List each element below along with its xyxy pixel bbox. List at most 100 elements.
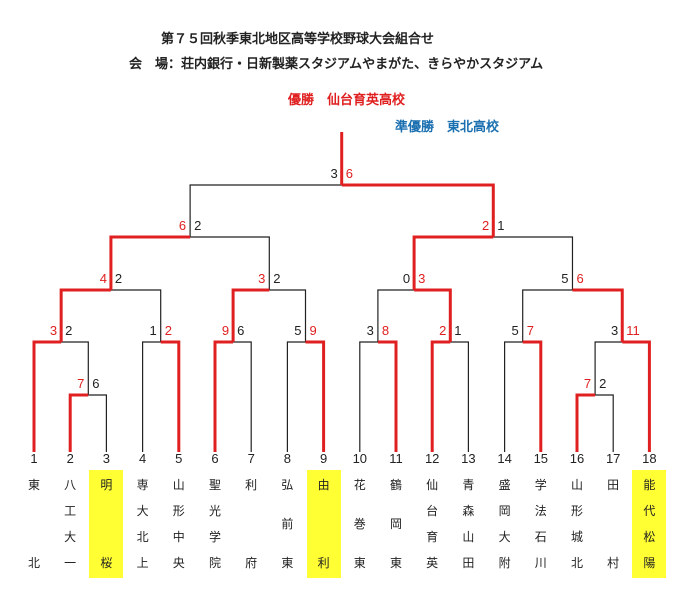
r1b-score-right: 2 xyxy=(599,376,606,391)
qf4-score-left: 5 xyxy=(561,271,568,286)
team-5-char-3: 中 xyxy=(172,530,185,544)
team-number-1: 1 xyxy=(30,451,37,466)
team-6-char-1: 聖 xyxy=(208,478,221,492)
team-number-7: 7 xyxy=(248,451,255,466)
team-number-11: 11 xyxy=(389,451,403,466)
team-17-char-1: 田 xyxy=(607,478,620,492)
r1a-score-left: 7 xyxy=(77,376,84,391)
r2b-right-line xyxy=(160,340,181,452)
team-number-10: 10 xyxy=(353,451,367,466)
final-right-line xyxy=(341,183,495,237)
team-6-char-3: 学 xyxy=(208,530,221,544)
team-18-char-4: 陽 xyxy=(643,556,656,570)
team-10-char-2: 巻 xyxy=(353,517,366,531)
r2a-score-right: 2 xyxy=(65,323,72,338)
team-number-8: 8 xyxy=(284,451,291,466)
r1a-score-right: 6 xyxy=(92,376,99,391)
team-16-char-1: 山 xyxy=(570,478,583,492)
r2f-score-right: 1 xyxy=(454,323,461,338)
r2h-score-right: 11 xyxy=(626,323,640,338)
qf2-left-line xyxy=(231,288,270,342)
team-column-13: 青森山田 xyxy=(451,470,485,578)
r2a-left-line xyxy=(32,340,62,452)
final-score-right: 6 xyxy=(346,166,353,181)
r2g-score-right: 7 xyxy=(527,323,534,338)
team-column-8: 弘前東 xyxy=(270,470,304,578)
r2g-right-line xyxy=(522,340,543,452)
r2e-score-left: 3 xyxy=(367,323,374,338)
team-12-char-4: 英 xyxy=(426,556,439,570)
team-15-char-1: 学 xyxy=(534,478,547,492)
team-column-11: 鶴岡東 xyxy=(379,470,413,578)
team-10-char-4: 東 xyxy=(353,556,366,570)
qf2-right-line xyxy=(269,289,307,342)
team-column-12: 仙台育英 xyxy=(415,470,449,578)
team-number-18: 18 xyxy=(642,451,656,466)
team-8-char-1: 弘 xyxy=(281,478,294,492)
team-1-char-1: 東 xyxy=(27,478,40,492)
sf2-score-right: 1 xyxy=(497,218,504,233)
r1a-left-line xyxy=(68,393,89,452)
team-5-char-2: 形 xyxy=(172,504,185,518)
team-number-15: 15 xyxy=(534,451,548,466)
team-column-6: 聖光学院 xyxy=(198,470,232,578)
team-column-14: 盛岡大附 xyxy=(488,470,522,578)
team-2-char-2: 工 xyxy=(64,504,77,518)
qf4-left-line xyxy=(522,289,573,342)
qf1-score-left: 4 xyxy=(100,271,107,286)
sf1-score-left: 6 xyxy=(179,218,186,233)
r2a-right-line xyxy=(61,341,89,395)
tournament-title: 第７５回秋季東北地区高等学校野球大会組合せ xyxy=(161,32,435,47)
qf3-left-line xyxy=(377,289,415,342)
r2b-left-line xyxy=(142,341,161,452)
team-4-char-1: 専 xyxy=(136,478,149,492)
team-18-char-1: 能 xyxy=(643,478,656,492)
team-5-char-1: 山 xyxy=(172,478,185,492)
r2d-score-right: 9 xyxy=(310,323,317,338)
team-10-char-1: 花 xyxy=(353,478,366,492)
qf2-score-right: 2 xyxy=(273,271,280,286)
r2e-right-line xyxy=(377,340,398,452)
team-column-17: 田村 xyxy=(596,470,630,578)
team-2-char-1: 八 xyxy=(64,478,77,492)
team-16-char-4: 北 xyxy=(570,556,583,570)
team-15-char-4: 川 xyxy=(534,556,547,570)
r2c-score-right: 6 xyxy=(237,323,244,338)
team-number-4: 4 xyxy=(139,451,146,466)
team-15-char-3: 石 xyxy=(534,530,547,544)
sf1-right-line xyxy=(190,236,270,290)
team-13-char-1: 青 xyxy=(462,478,475,492)
team-column-10: 花巻東 xyxy=(343,470,377,578)
r2g-score-left: 5 xyxy=(511,323,518,338)
r2d-score-left: 5 xyxy=(294,323,301,338)
team-column-15: 学法石川 xyxy=(524,470,558,578)
sf2-right-line xyxy=(493,236,574,290)
team-6-char-2: 光 xyxy=(208,504,221,518)
team-number-12: 12 xyxy=(425,451,439,466)
qf3-right-line xyxy=(414,288,452,342)
team-11-char-4: 東 xyxy=(389,556,402,570)
team-column-9: 由利 xyxy=(306,470,341,578)
qf1-right-line xyxy=(110,289,162,342)
team-12-char-3: 育 xyxy=(426,530,439,544)
team-16-char-3: 城 xyxy=(570,530,583,544)
qf4-score-right: 6 xyxy=(576,271,583,286)
team-13-char-2: 森 xyxy=(462,504,475,518)
team-column-1: 東北 xyxy=(17,470,51,578)
team-column-18: 能代松陽 xyxy=(632,470,667,578)
team-14-char-3: 大 xyxy=(498,530,511,544)
r1b-score-left: 7 xyxy=(584,376,591,391)
team-number-9: 9 xyxy=(320,451,327,466)
r1b-right-line xyxy=(595,394,614,452)
team-number-6: 6 xyxy=(211,451,218,466)
team-number-17: 17 xyxy=(606,451,620,466)
team-number-14: 14 xyxy=(497,451,511,466)
qf4-right-line xyxy=(572,288,624,342)
team-18-char-2: 代 xyxy=(643,504,656,518)
runner-up-label: 準優勝 東北高校 xyxy=(395,120,500,135)
sf2-left-line xyxy=(412,235,494,290)
team-15-char-2: 法 xyxy=(534,504,547,518)
team-column-2: 八工大一 xyxy=(53,470,87,578)
champion-label: 優勝 仙台育英高校 xyxy=(288,93,406,108)
